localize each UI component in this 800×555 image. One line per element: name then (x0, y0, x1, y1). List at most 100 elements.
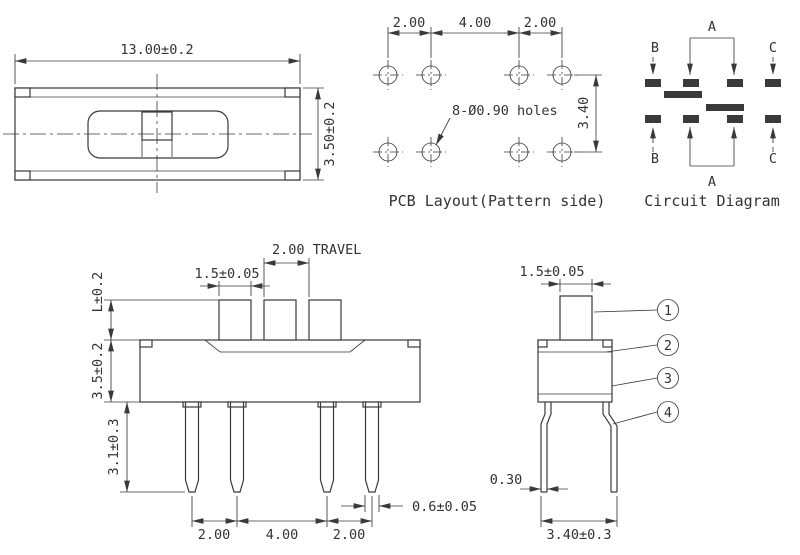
side-pin-span-dimension: 3.40±0.3 (540, 496, 618, 543)
pcb-layout-caption: PCB Layout(Pattern side) (389, 192, 606, 210)
actuator-knob-center-position (263, 299, 297, 341)
terminal-pin (540, 402, 552, 493)
circuit-bottom-half: B C A (645, 104, 781, 190)
front-top-recess (204, 339, 366, 353)
front-knob-width-dimension: 1.5±0.05 (194, 266, 270, 296)
circuit-diagram-caption: Circuit Diagram (644, 192, 779, 210)
pin-root (317, 401, 337, 408)
front-body-outline (139, 339, 421, 403)
corner-tab (537, 339, 548, 348)
side-pin-thickness-dim-text: 0.30 (490, 472, 523, 488)
pcb-pitch-dimensions: 2.00 4.00 2.00 (387, 15, 563, 58)
callout-circle-3 (657, 367, 679, 389)
contact-pad (683, 115, 699, 123)
top-view-width-dim-text: 13.00±0.2 (120, 42, 193, 58)
corner-tab (14, 170, 31, 181)
front-knobs (218, 299, 342, 341)
side-pin-span-dim-text: 3.40±0.3 (546, 527, 611, 543)
top-view-centerlines (3, 74, 312, 193)
corner-tab (139, 339, 153, 348)
pin-root (227, 401, 247, 408)
front-body-height-dimension: 3.5±0.2 (90, 340, 140, 403)
front-pins (184, 402, 380, 493)
contact-pad (683, 79, 699, 87)
corner-tab (602, 339, 613, 348)
circuit-top-label-c: C (769, 40, 777, 56)
movable-contact (706, 104, 744, 111)
circuit-bottom-label-a: A (708, 174, 716, 190)
pcb-holes (373, 60, 577, 167)
top-view: 13.00±0.2 3.50±0.2 (3, 42, 338, 193)
top-view-height-dim-text: 3.50±0.2 (322, 101, 338, 166)
side-pins (540, 402, 618, 493)
callout-number-3: 3 (664, 371, 672, 387)
callout-circle-1 (657, 299, 679, 321)
slider-slot (87, 110, 229, 159)
side-knob-width-dim-text: 1.5±0.05 (519, 264, 584, 280)
pcb-pitch-right-text: 2.00 (524, 15, 557, 31)
pin-root (182, 401, 202, 408)
circuit-top-label-b: B (651, 40, 659, 56)
corner-tab (284, 87, 301, 98)
corner-tab (284, 170, 301, 181)
callout-number-1: 1 (664, 303, 672, 319)
front-knob-width-dim-text: 1.5±0.05 (194, 266, 259, 282)
side-pin-thickness-dimension: 0.30 (490, 472, 568, 492)
front-pitch-center-text: 4.00 (266, 527, 299, 543)
side-body (537, 339, 613, 403)
front-pin-length-dimension: 3.1±0.3 (106, 402, 185, 493)
actuator-knob-right-position (308, 299, 342, 341)
front-pitch-left-text: 2.00 (198, 527, 231, 543)
contact-pad (727, 79, 743, 87)
terminal-pin (229, 402, 245, 493)
top-view-width-dimension: 13.00±0.2 (14, 42, 301, 84)
pcb-pitch-left-text: 2.00 (393, 15, 426, 31)
circuit-top-label-a: A (708, 19, 716, 35)
hole-centerlines (373, 60, 577, 167)
circuit-diagram: A B C B C (644, 19, 781, 210)
movable-contact (664, 91, 702, 98)
terminal-pin (364, 402, 380, 493)
side-knob-width-dimension: 1.5±0.05 (519, 264, 611, 292)
front-body (139, 339, 421, 408)
front-pin-length-dim-text: 3.1±0.3 (106, 419, 122, 476)
top-view-height-dimension: 3.50±0.2 (303, 87, 338, 181)
terminal-pin (602, 402, 618, 493)
callout-circle-4 (657, 401, 679, 423)
front-pin-width-dim-text: 0.6±0.05 (412, 499, 477, 515)
side-actuator-knob (559, 295, 593, 341)
front-pitch-right-text: 2.00 (333, 527, 366, 543)
callout-number-4: 4 (664, 405, 672, 421)
circuit-top-half: A B C (645, 19, 781, 98)
contact-pad (645, 79, 661, 87)
contact-pad (765, 115, 781, 123)
front-pin-width-dimension: 0.6±0.05 (341, 495, 477, 515)
callout-number-2: 2 (664, 338, 672, 354)
corner-tab (14, 87, 31, 98)
front-lever-height-dimension: L±0.2 (90, 272, 219, 341)
side-view: 1.5±0.05 0.30 3.40±0.3 1 2 3 4 (490, 264, 679, 543)
pcb-pitch-center-text: 4.00 (459, 15, 492, 31)
terminal-pin (319, 402, 335, 493)
circuit-bottom-label-b: B (651, 151, 659, 167)
contact-pad (765, 79, 781, 87)
contact-pad (727, 115, 743, 123)
pin-root (362, 401, 382, 408)
pcb-holes-note-text: 8-Ø0.90 holes (452, 103, 558, 119)
pcb-layout: 2.00 4.00 2.00 3.40 8-Ø0.90 holes PCB La… (373, 15, 605, 210)
callouts: 1 2 3 4 (593, 299, 679, 425)
contact-pad (645, 115, 661, 123)
pcb-row-spacing-text: 3.40 (576, 97, 592, 130)
front-view: 2.00 TRAVEL 1.5±0.05 L±0.2 3.5±0.2 3.1±0… (90, 242, 477, 543)
corner-tab (407, 339, 421, 348)
callout-circle-2 (657, 334, 679, 356)
terminal-pin (184, 402, 200, 493)
front-body-height-dim-text: 3.5±0.2 (90, 343, 106, 400)
front-pitch-dimensions: 2.00 4.00 2.00 (191, 496, 373, 543)
front-travel-dim-text: 2.00 TRAVEL (272, 242, 361, 258)
front-lever-height-dim-text: L±0.2 (90, 272, 106, 313)
side-body-outline (537, 339, 613, 403)
pcb-row-spacing-dimension: 3.40 (574, 74, 602, 153)
